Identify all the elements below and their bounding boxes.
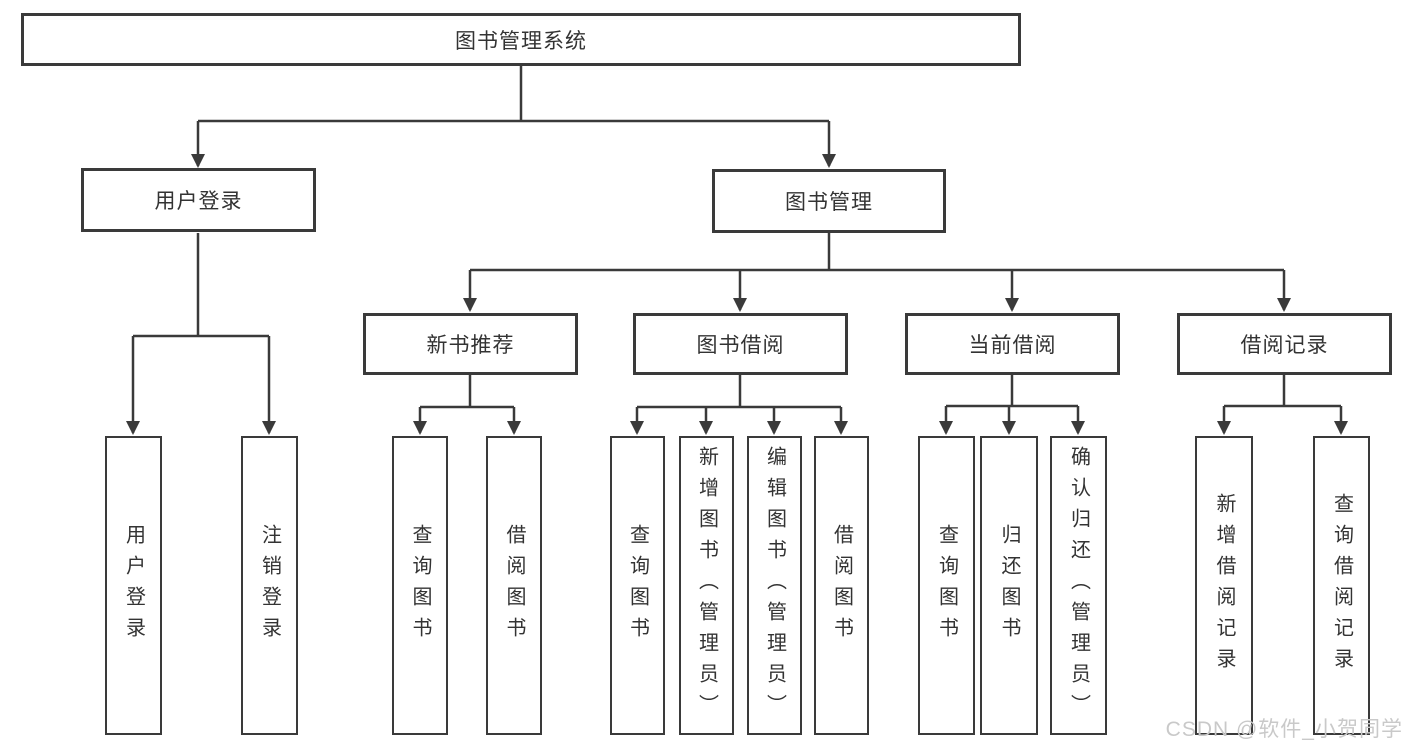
- node-label: 查询图书: [626, 523, 649, 648]
- node-book-management: 图书管理: [712, 169, 946, 233]
- node-book-borrow: 图书借阅: [633, 313, 848, 375]
- node-label: 归还图书: [998, 523, 1020, 648]
- node-label: 查询借阅记录: [1330, 492, 1353, 679]
- node-label: 图书管理: [785, 191, 873, 214]
- leaf-recommend-borrow-books: 借阅图书: [486, 436, 542, 735]
- leaf-user-login: 用户登录: [105, 436, 162, 735]
- leaf-borrow-add-books-admin: 新增图书（管理员）: [679, 436, 734, 735]
- node-label: 查询图书: [935, 523, 958, 648]
- node-label: 编辑图书（管理员）: [763, 446, 786, 725]
- node-label: 注销登录: [258, 523, 281, 648]
- leaf-current-return-books: 归还图书: [980, 436, 1038, 735]
- leaf-borrow-borrow-books: 借阅图书: [814, 436, 869, 735]
- node-label: 当前借阅: [968, 334, 1057, 357]
- csdn-watermark: CSDN @软件_小贺同学: [1165, 718, 1403, 741]
- leaf-borrow-edit-books-admin: 编辑图书（管理员）: [747, 436, 802, 735]
- leaf-borrow-query-books: 查询图书: [610, 436, 665, 735]
- leaf-current-confirm-return-admin: 确认归还（管理员）: [1050, 436, 1107, 735]
- node-label: 新书推荐: [426, 334, 515, 357]
- node-label: 用户登录: [154, 190, 243, 213]
- node-root-system: 图书管理系统: [21, 13, 1021, 66]
- node-label: 借阅图书: [830, 523, 853, 648]
- leaf-records-query-record: 查询借阅记录: [1313, 436, 1370, 735]
- node-user-login: 用户登录: [81, 168, 316, 232]
- node-label: 查询图书: [409, 523, 431, 648]
- node-new-book-recommend: 新书推荐: [363, 313, 578, 375]
- node-label: 新增借阅记录: [1213, 492, 1235, 679]
- node-current-borrow: 当前借阅: [905, 313, 1120, 375]
- node-label: 借阅记录: [1240, 334, 1329, 357]
- leaf-records-add-record: 新增借阅记录: [1195, 436, 1253, 735]
- leaf-recommend-query-books: 查询图书: [392, 436, 448, 735]
- node-label: 图书借阅: [696, 334, 785, 357]
- node-borrow-records: 借阅记录: [1177, 313, 1392, 375]
- node-label: 确认归还（管理员）: [1067, 446, 1090, 725]
- node-label: 新增图书（管理员）: [695, 446, 718, 725]
- leaf-logout-login: 注销登录: [241, 436, 298, 735]
- node-label: 用户登录: [122, 523, 145, 648]
- node-label: 借阅图书: [503, 523, 525, 648]
- node-label: 图书管理系统: [455, 29, 587, 53]
- leaf-current-query-books: 查询图书: [918, 436, 975, 735]
